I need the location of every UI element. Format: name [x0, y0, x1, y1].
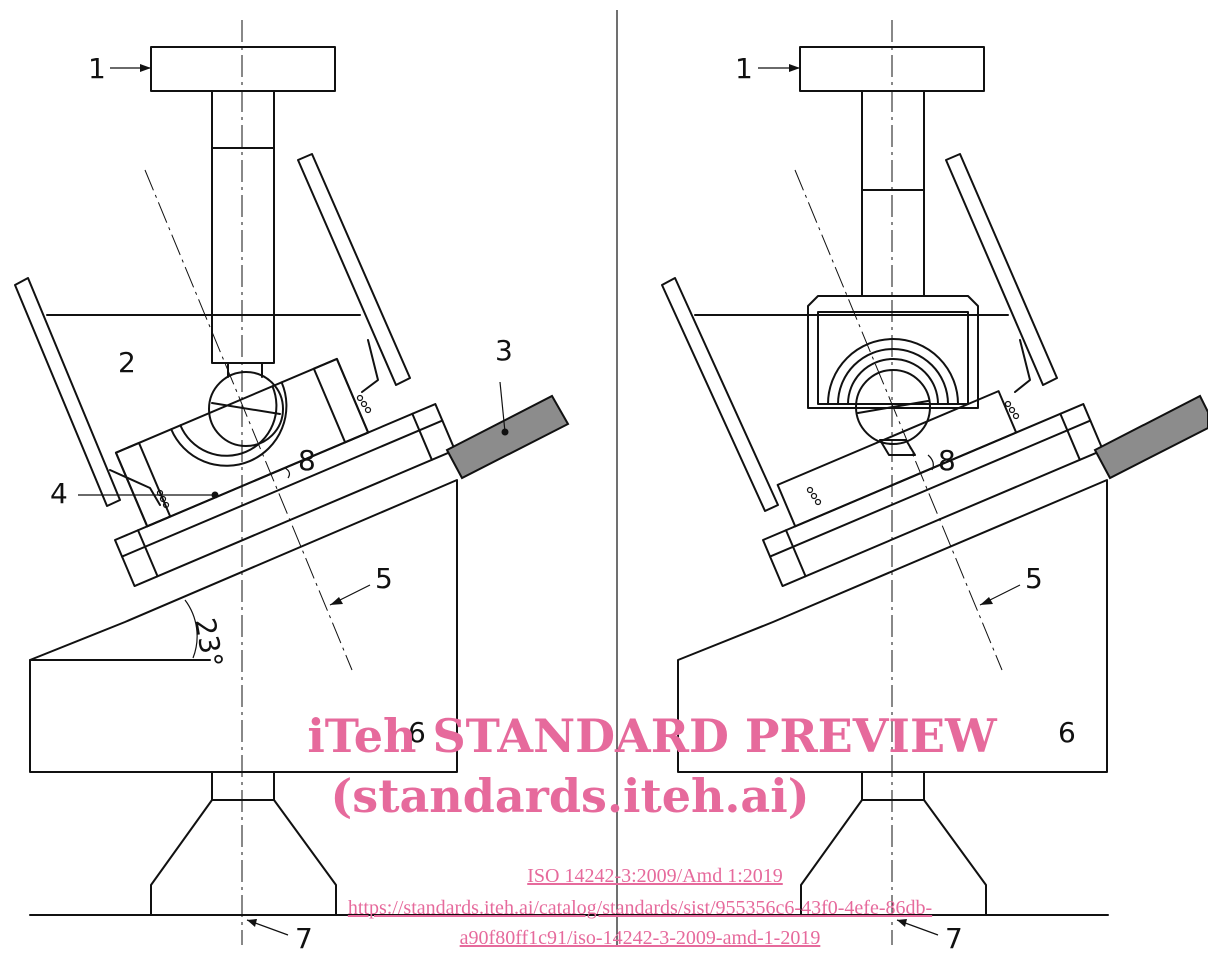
left-label-8: 8	[298, 444, 316, 477]
left-label-4: 4	[50, 477, 68, 510]
left-femoral-head	[208, 371, 284, 447]
right-label-7: 7	[945, 922, 963, 954]
left-chamber-wall-right	[297, 153, 411, 386]
watermark-url-line1[interactable]: https://standards.iteh.ai/catalog/standa…	[348, 897, 932, 919]
right-tilted-axis	[794, 169, 1003, 671]
left-actuator-plate	[150, 46, 336, 92]
right-base-block	[677, 479, 1108, 773]
left-view: 1 2 3 4 5 6 7 8 23°	[14, 20, 570, 955]
right-femoral-head	[855, 369, 931, 445]
left-label-3: 3	[495, 334, 513, 367]
watermark-url-line2[interactable]: a90f80ff1c91/iso-14242-3-2009-amd-1-2019	[460, 927, 821, 949]
left-label-6: 6	[408, 716, 426, 749]
watermark-standard-link[interactable]: ISO 14242-3:2009/Amd 1:2019	[527, 865, 783, 887]
left-rod	[445, 394, 570, 480]
right-actuator-shaft	[861, 90, 925, 297]
right-label-5: 5	[1025, 562, 1043, 595]
left-tilted-axis	[144, 169, 353, 671]
watermark-subtitle: (standards.iteh.ai)	[331, 769, 810, 823]
right-rod	[1093, 394, 1208, 480]
left-angle-label: 23°	[188, 615, 229, 670]
right-label-1: 1	[735, 52, 753, 85]
left-label-2: 2	[118, 346, 136, 379]
right-acetabular-cup	[827, 338, 959, 405]
watermark-title: iTeh STANDARD PREVIEW	[307, 709, 998, 763]
left-pedestal	[150, 771, 337, 916]
left-label-7: 7	[295, 922, 313, 954]
left-actuator-shaft	[211, 90, 275, 364]
right-tilt-plate	[762, 403, 1104, 588]
right-pedestal	[800, 771, 987, 916]
right-view: 1 5 6 7 8	[661, 20, 1208, 955]
left-acetabular-cup	[170, 381, 288, 467]
right-chamber-wall-left	[661, 277, 779, 512]
watermark: iTeh STANDARD PREVIEW (standards.iteh.ai…	[307, 709, 998, 949]
right-label-6: 6	[1058, 716, 1076, 749]
right-cup-holder	[807, 295, 979, 409]
left-label-5: 5	[375, 562, 393, 595]
left-chamber-wall-left	[14, 277, 121, 507]
left-base-block	[29, 479, 458, 773]
left-label-1: 1	[88, 52, 106, 85]
right-label-8: 8	[938, 444, 956, 477]
right-chamber-wall-right	[945, 153, 1058, 386]
right-stem-holder	[776, 390, 1018, 528]
